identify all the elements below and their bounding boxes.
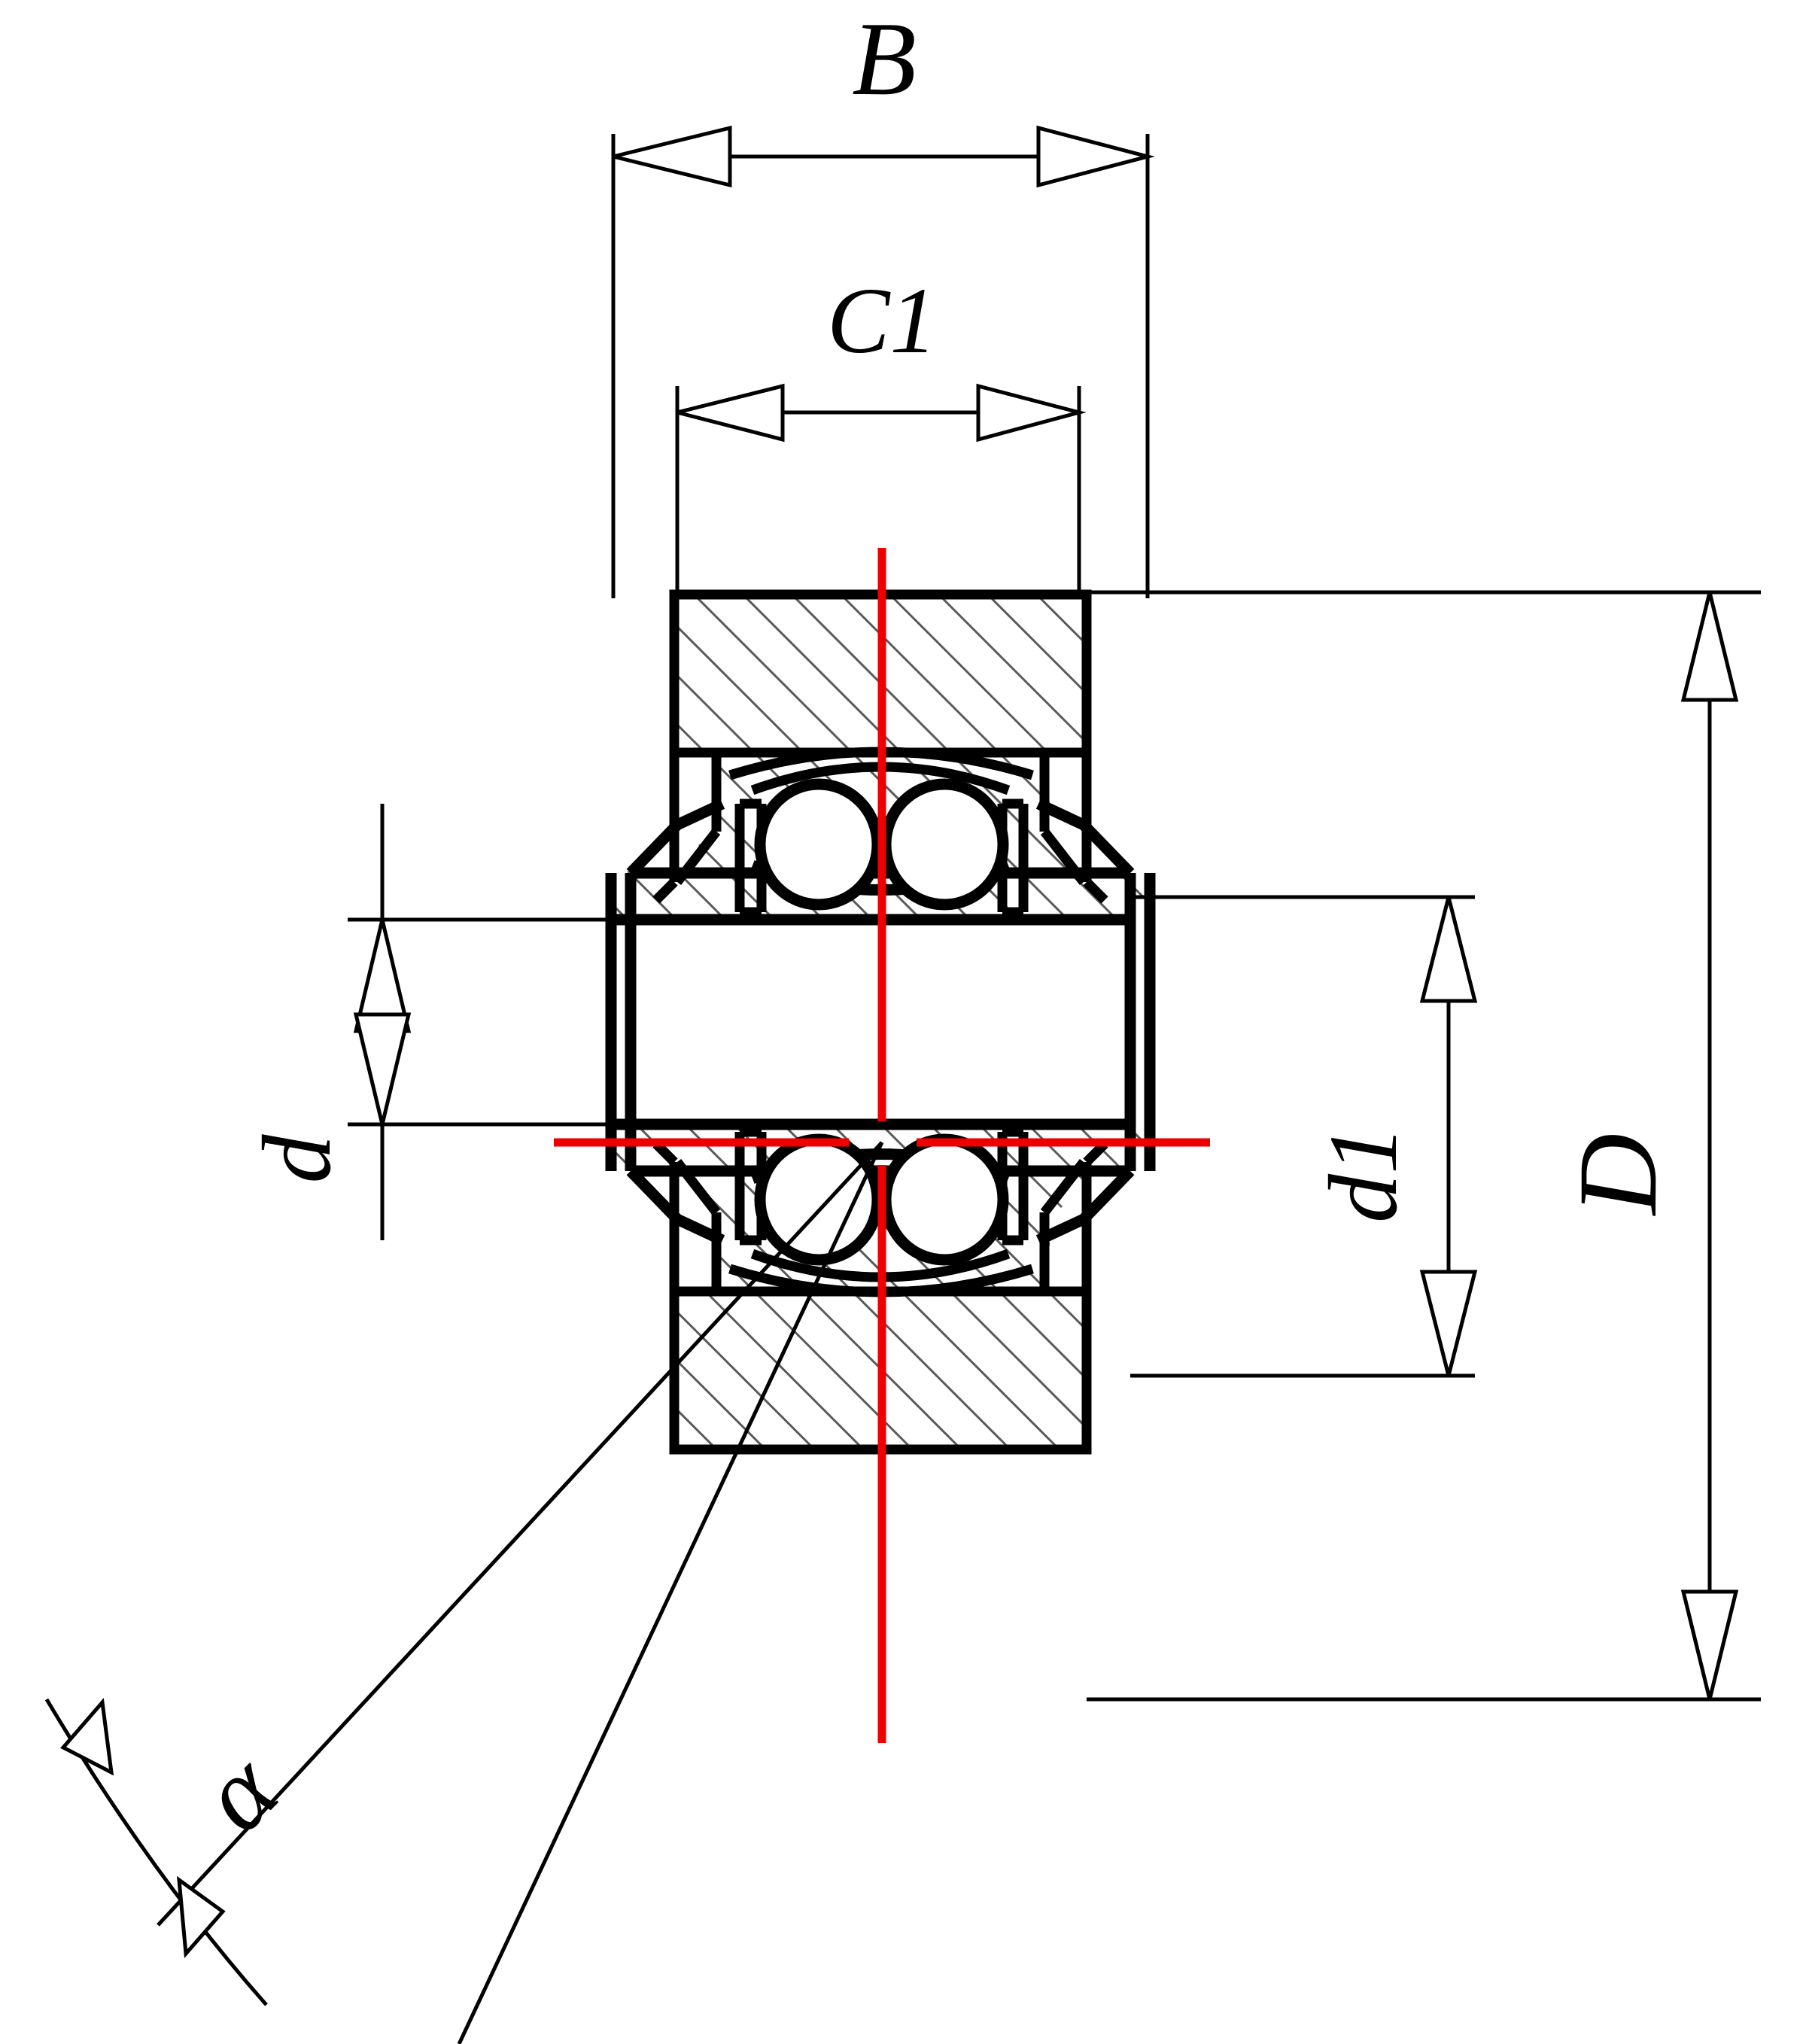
ball-upper-right (880, 778, 1009, 911)
dim-label-C1: C1 (827, 269, 937, 373)
ball-lower-right (880, 1133, 1009, 1266)
contact-angle-line-a (157, 1141, 883, 1927)
alpha-arrow-lower (177, 1875, 226, 1959)
arrow-D-bottom (1680, 1589, 1739, 1700)
alpha-arrow-upper (60, 1698, 114, 1776)
dim-label-d1: d1 (1309, 1125, 1418, 1223)
dimension-lines (353, 125, 1739, 1700)
dim-label-B: B (852, 1, 917, 117)
arrow-d-bottom (353, 1012, 412, 1125)
contact-angle-lines (157, 1141, 884, 2044)
arrow-B-left (613, 125, 732, 188)
alpha-angle-dimension (44, 1698, 268, 2006)
rolling-elements (754, 778, 1009, 1266)
arrow-C1-right (976, 383, 1087, 443)
arrow-C1-left (676, 383, 785, 443)
ball-lower-left (754, 1133, 883, 1266)
dim-label-D: D (1555, 1133, 1680, 1216)
ball-upper-left (754, 778, 883, 911)
arrow-D-top (1680, 592, 1739, 702)
arrow-d1-top (1419, 896, 1478, 1003)
arrow-d1-bottom (1419, 1270, 1478, 1376)
centerlines (554, 548, 1210, 1743)
contact-angle-line-b (457, 1141, 884, 2044)
arrow-B-right (1036, 125, 1155, 188)
dim-label-d: d (243, 1134, 351, 1184)
extension-lines (348, 134, 1761, 1702)
